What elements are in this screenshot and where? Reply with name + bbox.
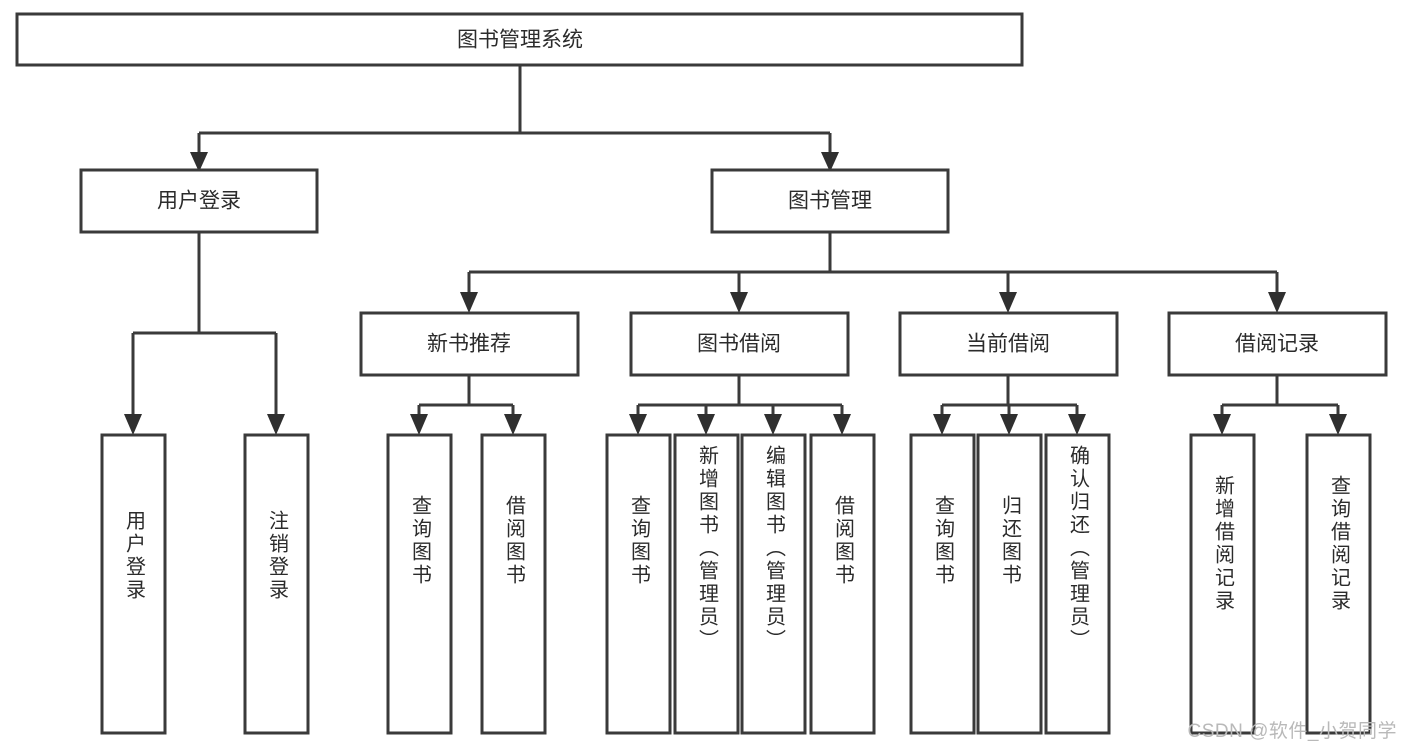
arrow-head-leaf-7: [764, 414, 782, 435]
node-box-leaf-11[interactable]: [1044, 433, 1111, 735]
arrow-head-leaf-13: [1329, 414, 1347, 435]
node-box-root[interactable]: [15, 12, 1024, 67]
arrow-head-leaf-2: [267, 414, 285, 435]
node-box-borrow-record[interactable]: [1167, 311, 1388, 377]
node-new-book-recommend[interactable]: 新书推荐: [359, 311, 580, 377]
arrow-head-user-login: [190, 152, 208, 172]
node-box-leaf-13[interactable]: [1305, 433, 1372, 735]
node-box-leaf-2[interactable]: [243, 433, 310, 735]
node-box-leaf-5[interactable]: [605, 433, 672, 735]
node-label-root: 图书管理系统: [457, 29, 583, 52]
node-label-new-book-recommend: 新书推荐: [427, 333, 511, 356]
node-box-leaf-10[interactable]: [976, 433, 1043, 735]
arrow-head-leaf-12: [1213, 414, 1231, 435]
arrow-head-leaf-10: [1000, 414, 1018, 435]
arrow-head-leaf-6: [697, 414, 715, 435]
node-label-user-login: 用户登录: [157, 190, 241, 213]
arrow-head-leaf-3: [410, 414, 428, 435]
node-box-book-borrow[interactable]: [629, 311, 850, 377]
node-box-user-login[interactable]: [79, 168, 319, 234]
node-label-book-borrow: 图书借阅: [697, 333, 781, 356]
node-label-borrow-record: 借阅记录: [1235, 333, 1319, 356]
csdn-watermark: CSDN @软件_小贺同学: [1187, 721, 1397, 742]
node-box-leaf-4[interactable]: [480, 433, 547, 735]
arrow-head-record: [1268, 292, 1286, 313]
node-box-leaf-3[interactable]: [386, 433, 453, 735]
arrow-head-book-mgmt: [821, 152, 839, 172]
node-book-borrow[interactable]: 图书借阅: [629, 311, 850, 377]
arrow-head-current: [999, 292, 1017, 313]
node-box-leaf-12[interactable]: [1189, 433, 1256, 735]
node-box-leaf-8[interactable]: [809, 433, 876, 735]
node-layer: 图书管理系统 用户登录 图书管理 新书推荐 图书借阅: [15, 12, 1388, 735]
node-box-leaf-7[interactable]: [740, 433, 807, 735]
node-label-current-borrow: 当前借阅: [966, 333, 1050, 356]
arrow-head-leaf-11: [1068, 414, 1086, 435]
node-current-borrow[interactable]: 当前借阅: [898, 311, 1119, 377]
node-borrow-record[interactable]: 借阅记录: [1167, 311, 1388, 377]
arrow-head-borrow: [730, 292, 748, 313]
arrow-head-leaf-1: [124, 414, 142, 435]
node-box-current-borrow[interactable]: [898, 311, 1119, 377]
node-user-login[interactable]: 用户登录: [79, 168, 319, 234]
arrow-head-new-book: [460, 292, 478, 313]
node-root-book-management-system[interactable]: 图书管理系统: [15, 12, 1024, 67]
node-label-book-management: 图书管理: [788, 190, 872, 213]
arrow-head-leaf-4: [504, 414, 522, 435]
node-box-leaf-1[interactable]: [100, 433, 167, 735]
node-box-leaf-6[interactable]: [673, 433, 740, 735]
node-book-management[interactable]: 图书管理: [710, 168, 950, 234]
arrow-head-leaf-5: [629, 414, 647, 435]
node-box-book-management[interactable]: [710, 168, 950, 234]
connector-layer: [124, 65, 1347, 435]
node-box-new-book-recommend[interactable]: [359, 311, 580, 377]
arrow-head-leaf-9: [933, 414, 951, 435]
arrow-head-leaf-8: [833, 414, 851, 435]
node-box-leaf-9[interactable]: [909, 433, 976, 735]
